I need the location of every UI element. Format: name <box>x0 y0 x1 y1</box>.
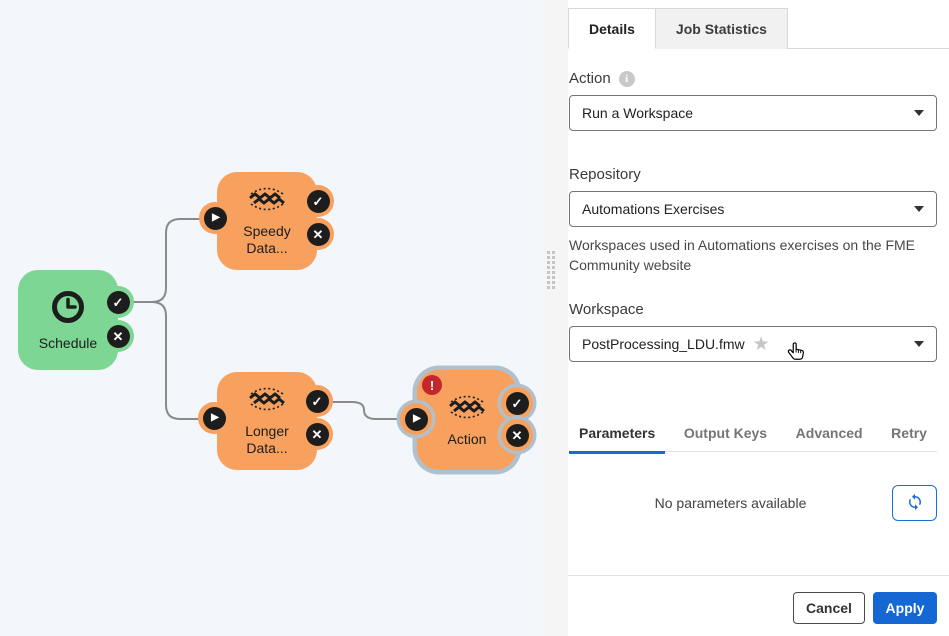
wire-schedule-to-speedy <box>118 218 206 303</box>
workspace-dropdown-value: PostProcessing_LDU.fmw <box>582 336 745 352</box>
connection-wires <box>118 218 406 420</box>
subtab-output-keys[interactable]: Output Keys <box>683 425 768 441</box>
fme-icon <box>444 393 490 424</box>
cross-icon: ✕ <box>305 422 329 446</box>
no-parameters-message: No parameters available <box>654 495 807 511</box>
cross-icon: ✕ <box>306 222 330 246</box>
check-icon: ✓ <box>305 389 329 413</box>
details-panel: Details Job Statistics Action i Run a Wo… <box>568 0 949 636</box>
check-icon: ✓ <box>106 290 130 314</box>
node-label: Longer Data... <box>245 423 289 456</box>
play-icon: ▶ <box>202 406 226 430</box>
input-port[interactable]: ▶ <box>198 402 230 434</box>
panel-content: Action i Run a Workspace Repository Auto… <box>568 70 949 521</box>
node-speedy-data[interactable]: Speedy Data... ▶ ✓ ✕ <box>199 172 334 270</box>
play-icon: ▶ <box>404 407 428 431</box>
exclamation-icon: ! <box>429 377 435 393</box>
chevron-down-icon <box>914 110 924 116</box>
subtab-advanced[interactable]: Advanced <box>795 425 863 441</box>
success-port[interactable]: ✓ <box>301 385 333 417</box>
repository-dropdown-value: Automations Exercises <box>582 201 725 217</box>
wire-schedule-to-longer <box>118 301 204 420</box>
star-icon[interactable]: ★ <box>752 333 770 355</box>
panel-footer: Cancel Apply <box>568 575 949 636</box>
failure-port[interactable]: ✕ <box>501 419 533 451</box>
repository-field-label: Repository <box>569 166 937 184</box>
action-dropdown[interactable]: Run a Workspace <box>569 95 937 131</box>
fme-icon <box>244 385 290 416</box>
node-action-selected[interactable]: ! Action ▶ ✓ ✕ <box>400 370 533 470</box>
chevron-down-icon <box>914 341 924 347</box>
apply-button[interactable]: Apply <box>873 592 937 624</box>
failure-port[interactable]: ✕ <box>301 418 333 450</box>
node-label: Schedule <box>38 334 98 351</box>
node-label: Action <box>447 430 487 447</box>
node-schedule[interactable]: Schedule ✓ ✕ <box>18 270 134 370</box>
parameter-subtabs: Parameters Output Keys Advanced Retry <box>569 425 937 452</box>
tab-details[interactable]: Details <box>568 8 656 49</box>
refresh-icon <box>906 493 924 514</box>
input-port[interactable]: ▶ <box>400 403 432 435</box>
success-port[interactable]: ✓ <box>501 387 533 419</box>
check-icon: ✓ <box>505 391 529 415</box>
subtab-parameters[interactable]: Parameters <box>569 425 665 451</box>
wire-longer-to-action <box>318 401 406 420</box>
panel-tabbar: Details Job Statistics <box>568 8 949 49</box>
parameters-area: No parameters available <box>569 485 937 521</box>
info-icon[interactable]: i <box>618 71 635 87</box>
play-icon: ▶ <box>203 206 227 230</box>
success-port[interactable]: ✓ <box>302 185 334 217</box>
chevron-down-icon <box>914 206 924 212</box>
refresh-parameters-button[interactable] <box>892 485 937 521</box>
check-icon: ✓ <box>306 189 330 213</box>
workflow-canvas[interactable]: Schedule ✓ ✕ Speedy Data... <box>0 0 542 636</box>
tab-job-statistics[interactable]: Job Statistics <box>655 8 788 49</box>
failure-port[interactable]: ✕ <box>102 320 134 352</box>
error-badge: ! <box>422 375 442 395</box>
repository-label-text: Repository <box>569 166 641 183</box>
input-port[interactable]: ▶ <box>199 202 231 234</box>
hand-cursor <box>787 342 804 360</box>
subtab-retry[interactable]: Retry <box>891 425 927 441</box>
success-port[interactable]: ✓ <box>102 286 134 318</box>
repository-dropdown[interactable]: Automations Exercises <box>569 191 937 227</box>
drag-handle-icon[interactable] <box>547 251 555 289</box>
repository-help-text: Workspaces used in Automations exercises… <box>569 237 916 273</box>
cross-icon: ✕ <box>106 324 130 348</box>
clock-icon <box>50 289 86 328</box>
fme-icon <box>244 185 290 216</box>
failure-port[interactable]: ✕ <box>302 218 334 250</box>
workspace-label-text: Workspace <box>569 301 644 318</box>
action-dropdown-value: Run a Workspace <box>582 105 694 121</box>
action-label-text: Action <box>569 70 611 87</box>
cross-icon: ✕ <box>505 423 529 447</box>
workspace-dropdown[interactable]: PostProcessing_LDU.fmw ★ <box>569 326 937 362</box>
action-field-label: Action i <box>569 70 937 88</box>
workspace-field-label: Workspace <box>569 301 937 319</box>
cancel-button[interactable]: Cancel <box>793 592 865 624</box>
node-label: Speedy Data... <box>243 223 291 256</box>
node-longer-data[interactable]: Longer Data... ▶ ✓ ✕ <box>198 372 333 470</box>
panel-splitter[interactable] <box>542 0 568 636</box>
